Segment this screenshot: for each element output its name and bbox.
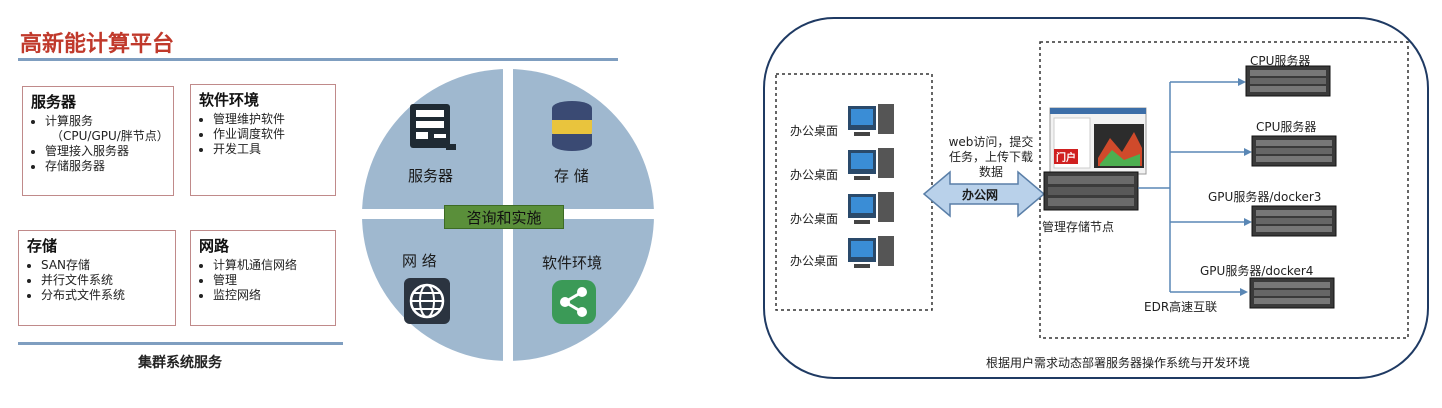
software-box-heading: 软件环境 [199, 91, 260, 109]
server-label: GPU服务器/docker4 [1200, 264, 1314, 278]
list-item: （CPU/GPU/胖节点） [51, 129, 169, 143]
list-item: 计算服务 [45, 114, 165, 129]
storage-box-heading: 存储 [27, 237, 58, 255]
list-item: 监控网络 [213, 288, 327, 303]
edr-interconnect-label: EDR高速互联 [1144, 300, 1218, 314]
list-item: 管理维护软件 [213, 112, 327, 127]
server-box: 服务器 计算服务 （CPU/GPU/胖节点） 管理接入服务器 存储服务器 [22, 86, 174, 196]
desktop-computer-icon [848, 104, 894, 136]
list-item: 计算机通信网络 [213, 258, 327, 273]
storage-box: 存储 SAN存储 并行文件系统 分布式文件系统 [18, 230, 176, 326]
list-item: 管理接入服务器 [45, 144, 165, 159]
servers-group-box [1039, 41, 1409, 339]
list-item: 开发工具 [213, 142, 327, 157]
desktop-label: 办公桌面 [790, 168, 839, 182]
quadrant-label-network: 网 络 [402, 252, 437, 270]
rack-server-icon [1251, 135, 1337, 167]
rack-server-icon [1245, 65, 1331, 97]
desktop-label: 办公桌面 [790, 124, 839, 138]
web-access-line: 数据 [978, 165, 1003, 179]
server-label: CPU服务器 [1250, 54, 1311, 68]
list-item: 并行文件系统 [41, 273, 167, 288]
list-item: SAN存储 [41, 258, 167, 273]
server-icon [410, 104, 456, 150]
deployment-diagram [763, 17, 1429, 379]
web-access-note: web访问，提交 任务，上传下载 数据 [936, 135, 1046, 180]
desktops-group-box [775, 73, 933, 311]
management-node-label: 管理存储节点 [1042, 220, 1115, 234]
list-item: 管理 [213, 273, 327, 288]
platform-title: 高新能计算平台 [20, 32, 175, 57]
deployment-caption: 根据用户需求动态部署服务器操作系统与开发环境 [986, 356, 1251, 370]
title-divider [18, 58, 618, 61]
desktop-computer-icon [848, 148, 894, 180]
arrowheads [1238, 78, 1252, 296]
rack-server-icon [1249, 277, 1335, 309]
list-item: 存储服务器 [45, 159, 165, 174]
web-access-line: web访问，提交 [948, 135, 1034, 149]
rack-server-icon [1251, 205, 1337, 237]
share-icon [552, 280, 596, 324]
server-label: CPU服务器 [1256, 120, 1317, 134]
office-network-label: 办公网 [962, 188, 999, 202]
footer-divider [18, 342, 343, 345]
quadrant-label-server: 服务器 [408, 167, 454, 185]
network-box-heading: 网路 [199, 237, 230, 255]
database-icon [552, 101, 592, 151]
cluster-service-caption: 集群系统服务 [138, 355, 222, 371]
web-access-line: 任务，上传下载 [948, 150, 1033, 164]
quadrant-label-software: 软件环境 [542, 254, 603, 272]
list-item: 分布式文件系统 [41, 288, 167, 303]
portal-badge: 门户 [1054, 149, 1078, 164]
consulting-implementation-label: 咨询和实施 [444, 205, 564, 229]
desktop-computer-icon [848, 236, 894, 268]
service-quadrant-diagram [362, 69, 654, 361]
list-item: 作业调度软件 [213, 127, 327, 142]
globe-icon [404, 278, 450, 324]
network-box: 网路 计算机通信网络 管理 监控网络 [190, 230, 336, 326]
edr-interconnect-lines [1138, 81, 1246, 293]
server-label: GPU服务器/docker3 [1208, 190, 1322, 204]
desktop-computer-icon [848, 192, 894, 224]
portal-screenshot [1049, 107, 1147, 175]
server-box-heading: 服务器 [31, 93, 77, 111]
management-storage-node-icon [1043, 171, 1139, 211]
quadrant-label-storage: 存 储 [554, 167, 589, 185]
software-box: 软件环境 管理维护软件 作业调度软件 开发工具 [190, 84, 336, 196]
desktop-label: 办公桌面 [790, 212, 839, 226]
desktop-label: 办公桌面 [790, 254, 839, 268]
